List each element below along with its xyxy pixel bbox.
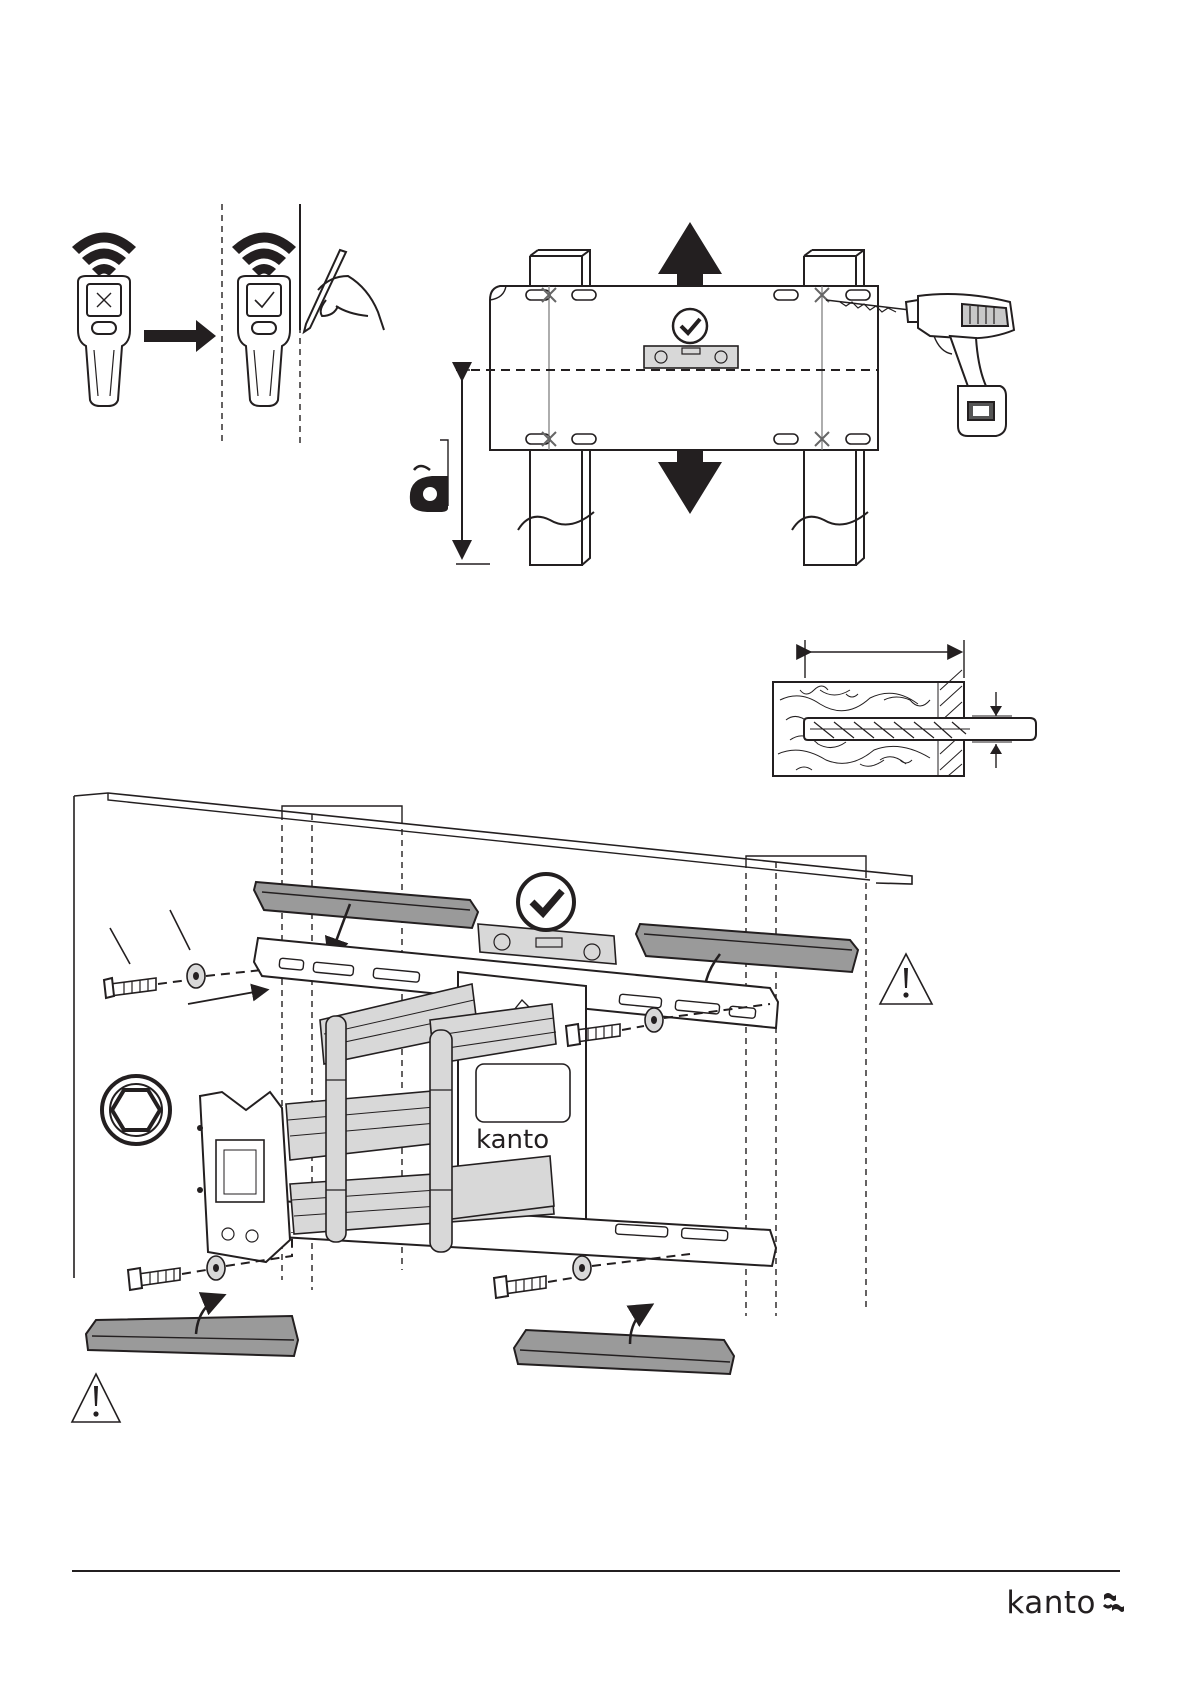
- stud-finder-icon: [232, 233, 296, 407]
- washer-icon: [645, 1008, 663, 1032]
- kanto-logo: kanto: [996, 1580, 1126, 1626]
- lag-bolt-icon: [104, 978, 156, 998]
- mount-brand-label: kanto: [476, 1125, 549, 1155]
- level-icon: [644, 346, 738, 368]
- pilot-hole-figure: [773, 640, 1036, 776]
- lag-bolt-icon: [128, 1268, 180, 1290]
- brand-wordmark: kanto: [1006, 1585, 1096, 1621]
- stud-finder-figure: [72, 204, 384, 446]
- brand-mark-icon: [1102, 1591, 1126, 1615]
- pencil-icon: [304, 250, 384, 332]
- arrow-right-icon: [144, 320, 216, 352]
- footer-divider: [72, 1570, 1120, 1572]
- warning-icon: [72, 1374, 120, 1422]
- washer-icon: [187, 964, 205, 988]
- drill-bit-icon: [804, 718, 1036, 740]
- lag-bolt-icon: [566, 1024, 620, 1046]
- checkmark-icon: [518, 874, 574, 930]
- template-drilling-figure: [410, 222, 1014, 565]
- warning-icon: [880, 954, 932, 1004]
- washer-icon: [207, 1256, 225, 1280]
- tape-measure-icon: [410, 440, 448, 512]
- stud-finder-icon: [72, 233, 136, 407]
- washer-icon: [573, 1256, 591, 1280]
- mount-installation-figure: kanto: [72, 793, 932, 1422]
- hex-socket-icon: [102, 1076, 170, 1144]
- lag-bolt-icon: [494, 1276, 546, 1298]
